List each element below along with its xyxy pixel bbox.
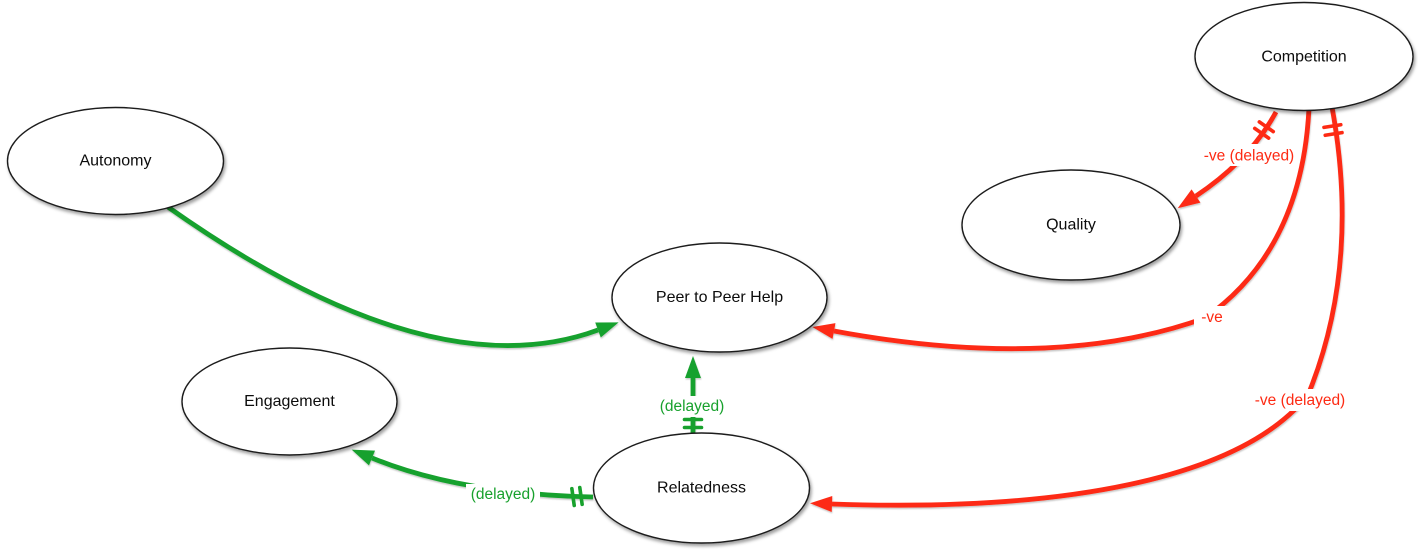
edge-autonomy-to-peer-help[interactable] [166, 205, 619, 348]
node-label-engagement: Engagement [244, 393, 335, 410]
edge-competition-to-peer-help[interactable] [812, 107, 1312, 352]
edge-label-relatedness-to-engagement: (delayed) [471, 486, 536, 503]
delay-marks-competition-to-quality [1252, 120, 1276, 140]
edge-label-relatedness-to-peer-help: (delayed) [660, 398, 725, 415]
node-label-autonomy: Autonomy [79, 153, 151, 170]
edge-label-competition-to-relatedness: -ve (delayed) [1255, 392, 1345, 409]
node-competition[interactable]: Competition [1194, 1, 1414, 112]
edge-label-competition-to-peer-help: -ve [1201, 309, 1223, 326]
node-label-competition: Competition [1261, 49, 1346, 66]
node-label-quality: Quality [1046, 217, 1096, 234]
label-gap [466, 484, 540, 505]
node-label-relatedness: Relatedness [657, 480, 746, 497]
node-label-peer-to-peer-help: Peer to Peer Help [656, 289, 783, 306]
delay-marks-relatedness-to-peer-help [682, 417, 704, 430]
label-gap [656, 396, 728, 417]
edge-label-competition-to-quality: -ve (delayed) [1204, 148, 1294, 165]
delay-marks-competition-to-relatedness [1322, 122, 1344, 138]
label-gap [1194, 306, 1230, 328]
node-autonomy[interactable]: Autonomy [6, 106, 225, 216]
node-relatedness[interactable]: Relatedness [592, 432, 811, 544]
node-engagement[interactable]: Engagement [181, 347, 398, 456]
edge-competition-to-relatedness[interactable] [810, 106, 1345, 512]
delay-marks-relatedness-to-engagement [570, 485, 584, 508]
node-peer-to-peer-help[interactable]: Peer to Peer Help [611, 242, 828, 353]
label-gap [1249, 389, 1351, 411]
label-gap [1199, 144, 1299, 166]
node-quality[interactable]: Quality [961, 169, 1181, 281]
